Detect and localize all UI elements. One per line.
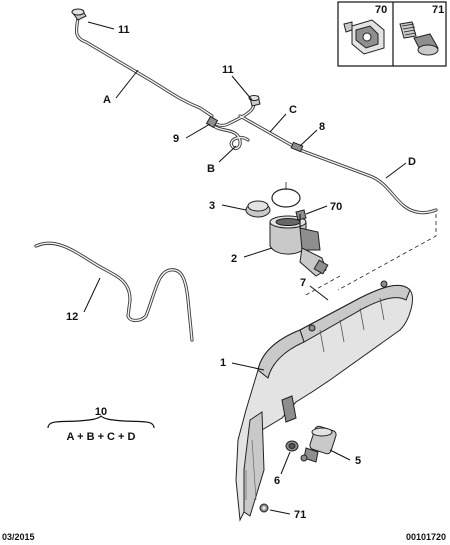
clip-nut-70-icon — [343, 19, 385, 55]
washer-pump-5-icon — [300, 425, 337, 463]
nozzle-11-mid-icon — [248, 95, 261, 107]
callout-11-top: 11 — [118, 24, 130, 36]
filler-cap-3-icon — [245, 200, 271, 218]
kit-legend: 10 A + B + C + D — [47, 406, 155, 443]
hose-d — [298, 148, 438, 215]
reservoir-1 — [235, 280, 413, 522]
inset-label-70: 70 — [375, 4, 387, 16]
callout-8: 8 — [319, 121, 325, 133]
callout-11-mid: 11 — [222, 64, 234, 76]
hose-a — [74, 16, 214, 118]
callout-d: D — [408, 156, 416, 168]
hose-b — [210, 122, 250, 150]
callout-3: 3 — [209, 200, 215, 212]
hose-c — [214, 102, 302, 152]
grommet-6-icon — [285, 440, 299, 452]
callout-9: 9 — [173, 133, 179, 145]
nozzle-11-top-icon — [71, 8, 87, 21]
legend-number: 10 — [95, 406, 107, 418]
callout-2: 2 — [231, 253, 237, 265]
callout-7: 7 — [300, 277, 306, 289]
callout-1: 1 — [220, 357, 226, 369]
callout-12: 12 — [66, 311, 78, 323]
hose-12 — [34, 241, 194, 342]
callout-a: A — [103, 94, 111, 106]
callout-6: 6 — [274, 475, 280, 487]
callout-70: 70 — [330, 201, 342, 213]
screw-71-icon — [399, 21, 439, 56]
fastener-inset: 70 71 — [337, 1, 447, 67]
seal-ring-icon — [271, 182, 301, 208]
footer-reference: 00101720 — [406, 532, 446, 542]
legend-formula: A + B + C + D — [67, 431, 136, 443]
clip-70-icon — [295, 209, 307, 228]
filler-neck-2-icon — [269, 215, 329, 277]
inset-label-71: 71 — [432, 4, 444, 16]
connector-8-icon — [290, 141, 304, 153]
screw-71-bottom-icon — [259, 503, 269, 513]
callout-b: B — [207, 163, 215, 175]
callout-c: C — [289, 104, 297, 116]
callout-71: 71 — [294, 509, 306, 521]
callout-5: 5 — [355, 455, 361, 467]
leader-lines — [83, 21, 407, 515]
footer-date: 03/2015 — [2, 532, 35, 542]
